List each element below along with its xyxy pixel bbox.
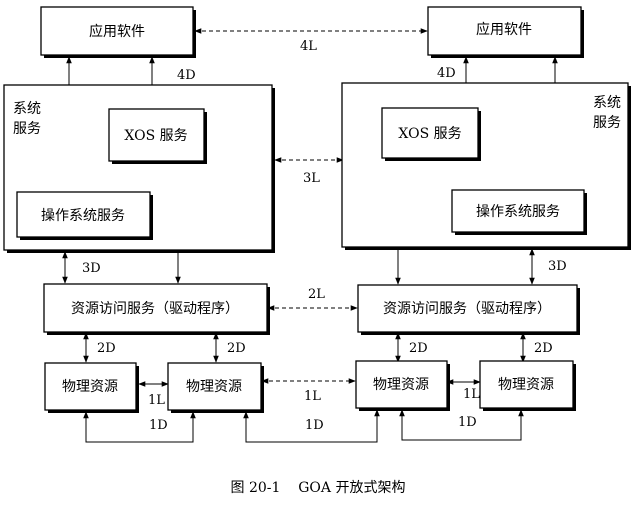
app-software-right-label: 应用软件 xyxy=(476,21,532,38)
os-service-left xyxy=(16,191,151,238)
physical-resource-1 xyxy=(44,362,137,411)
resource-access-right xyxy=(357,284,578,333)
edge-4d-right-top-label: 4D xyxy=(437,66,456,81)
os-service-left-label: 操作系统服务 xyxy=(41,208,125,224)
physical-resource-2-label: 物理资源 xyxy=(186,379,242,395)
edge-2d-4-label: 2D xyxy=(534,341,553,356)
edge-3l-label: 3L xyxy=(303,171,320,186)
edge-1d-mid xyxy=(243,409,380,443)
os-service-right xyxy=(451,189,585,233)
physical-resource-3 xyxy=(355,360,448,409)
edge-3d-right-bottom-label: 3D xyxy=(548,259,567,274)
edge-2l-label: 2L xyxy=(308,287,325,302)
os-service-right-label: 操作系统服务 xyxy=(476,204,560,220)
figure-caption: 图 20-1 GOA 开放式架构 xyxy=(231,480,406,496)
edge-4d-left-top-label: 4D xyxy=(177,68,196,83)
xos-service-left-label: XOS 服务 xyxy=(124,128,187,144)
app-software-left-label: 应用软件 xyxy=(89,23,145,40)
xos-service-right xyxy=(381,107,479,159)
physical-resource-4 xyxy=(479,360,574,409)
physical-resource-4-label: 物理资源 xyxy=(498,377,554,393)
edge-2d-2-label: 2D xyxy=(227,341,246,356)
app-software-left xyxy=(40,6,194,56)
system-services-left-label-2: 服务 xyxy=(13,121,41,137)
system-services-right-label-1: 系统 xyxy=(593,95,621,111)
edge-1l-left-label: 1L xyxy=(148,393,165,408)
edge-1d-mid-label: 1D xyxy=(305,418,324,433)
physical-resource-3-label: 物理资源 xyxy=(373,377,429,393)
edge-1d-right-label: 1D xyxy=(458,415,477,430)
edge-1l-mid-label: 1L xyxy=(304,389,321,404)
edge-4l-label: 4L xyxy=(300,39,317,54)
app-software-right xyxy=(427,6,582,56)
edge-1d-left-label: 1D xyxy=(149,418,168,433)
edge-2d-1-label: 2D xyxy=(97,341,116,356)
physical-resource-1-label: 物理资源 xyxy=(62,379,118,395)
edge-1l-right-label: 1L xyxy=(463,387,480,402)
edge-3d-left-bottom-label: 3D xyxy=(82,261,101,276)
physical-resource-2 xyxy=(167,362,262,411)
resource-access-right-label: 资源访问服务（驱动程序） xyxy=(383,301,551,317)
system-services-left-label-1: 系统 xyxy=(13,101,41,117)
resource-access-left-label: 资源访问服务（驱动程序） xyxy=(71,301,239,317)
edge-1d-right xyxy=(399,409,524,441)
xos-service-left xyxy=(108,108,205,162)
resource-access-left xyxy=(43,283,268,333)
system-services-right-label-2: 服务 xyxy=(593,115,621,131)
edge-2d-3-label: 2D xyxy=(409,341,428,356)
xos-service-right-label: XOS 服务 xyxy=(398,126,461,142)
edge-1d-left xyxy=(83,411,196,443)
